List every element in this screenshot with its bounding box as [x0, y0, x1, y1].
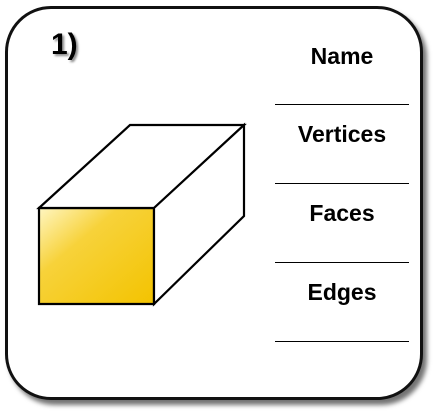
- faces-answer-line[interactable]: [275, 262, 409, 263]
- vertices-label: Vertices: [297, 121, 387, 147]
- vertices-answer-line[interactable]: [275, 183, 409, 184]
- name-answer-line[interactable]: [275, 104, 409, 105]
- prism-side-face: [152, 122, 246, 307]
- faces-label: Faces: [309, 200, 375, 226]
- edges-answer-line[interactable]: [275, 341, 409, 342]
- edges-label: Edges: [307, 279, 377, 305]
- rectangular-prism-figure: [36, 122, 247, 307]
- name-label: Name: [310, 43, 374, 69]
- question-number: 1): [51, 28, 78, 61]
- prism-front-face: [37, 206, 156, 306]
